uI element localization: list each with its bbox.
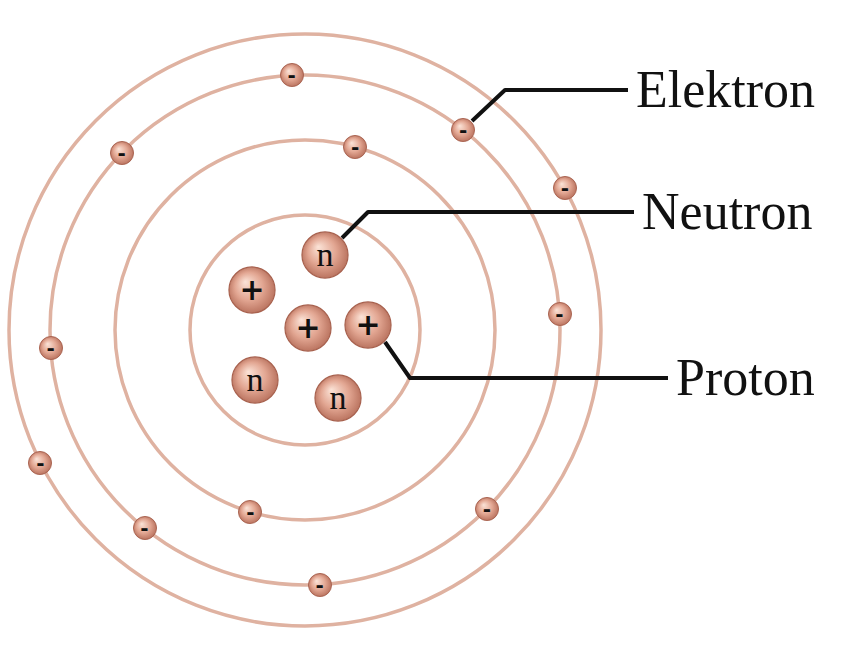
nucleus-ring (190, 215, 420, 445)
part-label: Elektron (636, 64, 815, 116)
charge-sign: - (46, 338, 54, 358)
orbit-ring (9, 34, 601, 626)
particle-circle (280, 64, 303, 87)
charge-sign: - (36, 453, 44, 473)
particle-circle (452, 118, 475, 141)
electron-particle: - (28, 451, 52, 475)
charge-sign: - (483, 499, 491, 519)
neutron-particle: n (301, 231, 349, 279)
particle-circle (475, 497, 498, 520)
neutron-particle: n (231, 356, 279, 404)
charge-sign: - (246, 502, 254, 522)
particle-circle (302, 232, 348, 278)
particle-circle (133, 517, 156, 540)
charge-sign: - (287, 65, 295, 85)
part-label: Neutron (642, 186, 812, 238)
particle-circle (239, 500, 262, 523)
particle-circle (553, 177, 576, 200)
proton-particle: + (228, 266, 276, 314)
electron-particle: - (39, 336, 63, 360)
neutron-letter: n (330, 381, 347, 415)
charge-sign: - (351, 137, 359, 157)
leader-line (342, 212, 634, 238)
proton-particle: + (284, 304, 332, 352)
electron-particle: - (548, 302, 572, 326)
charge-sign: - (316, 575, 324, 595)
electron-particle: - (280, 63, 304, 87)
particle-circle (29, 451, 52, 474)
leader-line (385, 342, 668, 378)
electron-particle: - (343, 135, 367, 159)
electron-particle: - (133, 516, 157, 540)
charge-sign: - (117, 143, 125, 163)
neutron-letter: n (317, 238, 334, 272)
particle-circle (548, 303, 571, 326)
electron-particle: - (238, 500, 262, 524)
particle-circle (232, 357, 278, 403)
charge-sign: - (459, 120, 467, 140)
proton-particle: + (344, 301, 392, 349)
electron-particle: - (475, 497, 499, 521)
particle-circle (39, 336, 62, 359)
charge-sign: + (295, 313, 320, 343)
electron-particle: - (110, 141, 134, 165)
charge-sign: - (555, 304, 563, 324)
orbit-ring (50, 75, 560, 585)
electron-particle: - (308, 573, 332, 597)
charge-sign: - (140, 518, 148, 538)
leader-line (472, 90, 628, 121)
neutron-letter: n (247, 363, 264, 397)
charge-sign: - (561, 178, 569, 198)
orbit-ring (115, 140, 495, 520)
neutron-particle: n (314, 374, 362, 422)
particle-circle (110, 141, 133, 164)
particle-circle (285, 305, 331, 351)
particle-circle (315, 375, 361, 421)
particle-circle (345, 302, 391, 348)
part-label: Proton (676, 352, 815, 404)
particle-circle (308, 573, 331, 596)
charge-sign: + (355, 310, 380, 340)
electron-particle: - (553, 176, 577, 200)
particle-circle (344, 135, 367, 158)
electron-particle: - (451, 118, 475, 142)
charge-sign: + (239, 275, 264, 305)
particle-circle (229, 267, 275, 313)
